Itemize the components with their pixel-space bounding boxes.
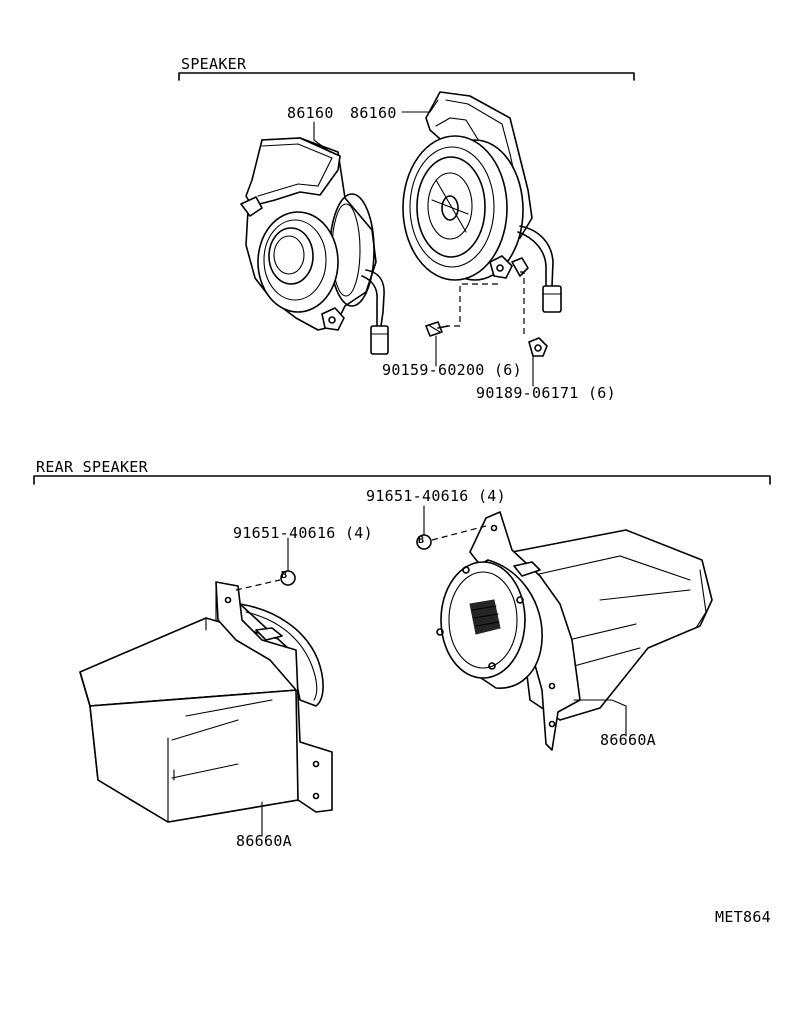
nut-b-icon	[416, 534, 432, 550]
part-label-86160-left: 86160	[287, 104, 334, 122]
part-label-86660a-left: 86660A	[236, 832, 292, 850]
rear-right-leader-lines	[423, 505, 627, 737]
section-title-rear-speaker: REAR SPEAKER	[36, 458, 148, 476]
part-label-nut-right: 91651-40616 (4)	[366, 487, 506, 505]
clip-icon	[528, 337, 548, 357]
nut-marker-right: B	[418, 535, 425, 546]
front-section-bracket	[178, 72, 635, 81]
nut-b-icon	[280, 570, 296, 586]
rear-section-bracket	[33, 475, 771, 485]
part-label-screw: 90159-60200 (6)	[382, 361, 522, 379]
front-speaker-left	[240, 137, 389, 355]
rear-speaker-right	[436, 511, 713, 751]
front-leader-lines	[313, 99, 534, 387]
rear-speaker-left	[79, 581, 333, 823]
front-speaker-right	[402, 91, 562, 313]
part-label-86660a-right: 86660A	[600, 731, 656, 749]
catalog-code: MET864	[715, 908, 771, 926]
front-fastener-guides	[446, 271, 525, 336]
part-label-86160-right: 86160	[350, 104, 397, 122]
nut-marker-left: B	[281, 570, 288, 581]
part-label-clip: 90189-06171 (6)	[476, 384, 616, 402]
screw-icon	[425, 321, 449, 337]
section-title-speaker: SPEAKER	[181, 55, 247, 73]
part-label-nut-left: 91651-40616 (4)	[233, 524, 373, 542]
rear-left-leader-lines	[235, 537, 289, 837]
